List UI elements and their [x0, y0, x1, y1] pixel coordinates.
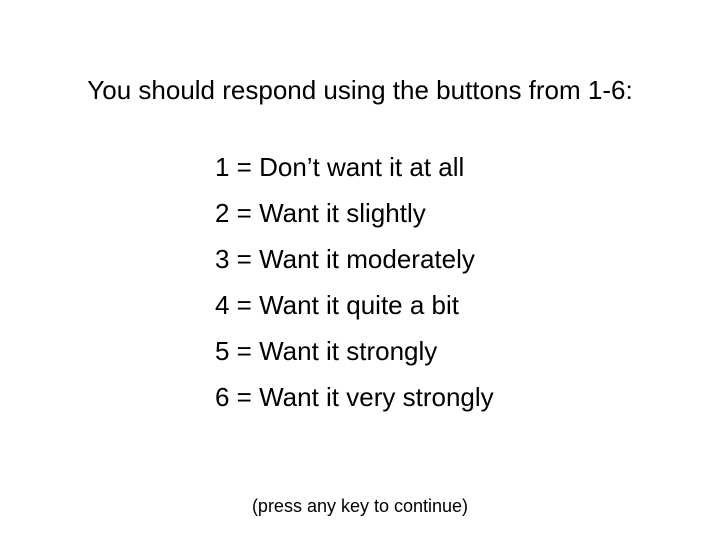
scale-option-5: 5 = Want it strongly	[215, 336, 438, 366]
response-scale-list: 1 = Don’t want it at all 2 = Want it sli…	[215, 144, 494, 420]
instruction-text: You should respond using the buttons fro…	[87, 75, 633, 105]
continue-hint: (press any key to continue)	[251, 496, 469, 516]
scale-option-3: 3 = Want it moderately	[215, 244, 475, 274]
scale-option-1: 1 = Don’t want it at all	[215, 152, 465, 182]
scale-option-6: 6 = Want it very strongly	[215, 382, 494, 412]
scale-option-2: 2 = Want it slightly	[215, 198, 426, 228]
scale-option-4: 4 = Want it quite a bit	[215, 290, 460, 320]
